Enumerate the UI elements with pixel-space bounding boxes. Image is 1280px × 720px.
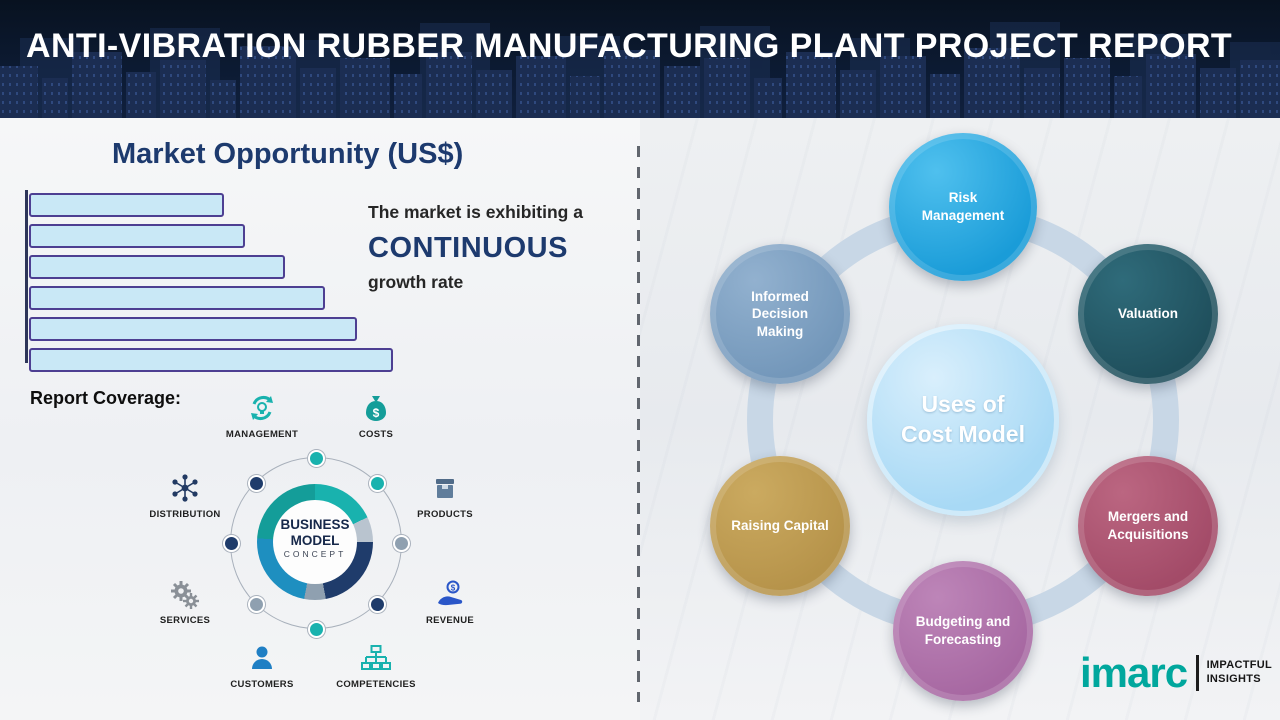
node-mergers-acquisitions: Mergers and Acquisitions — [1078, 456, 1218, 596]
ring-node-dot — [223, 535, 240, 552]
ring-node-dot — [308, 450, 325, 467]
bm-item-competencies: COMPETENCIES — [328, 640, 424, 690]
page-title: ANTI-VIBRATION RUBBER MANUFACTURING PLAN… — [26, 27, 1233, 65]
bar — [29, 224, 245, 248]
logo-separator — [1196, 655, 1199, 691]
node-raising-capital: Raising Capital — [710, 456, 850, 596]
header-banner: ANTI-VIBRATION RUBBER MANUFACTURING PLAN… — [0, 0, 1280, 118]
distribution-icon — [172, 474, 198, 502]
bar-chart — [29, 193, 393, 379]
market-opportunity-heading: Market Opportunity (US$) — [112, 138, 464, 170]
bm-item-label: COSTS — [358, 429, 394, 440]
bar — [29, 317, 357, 341]
bm-item-label: COMPETENCIES — [336, 679, 416, 690]
bm-item-label: PRODUCTS — [417, 509, 473, 520]
uses-center-line1: Uses of — [921, 391, 1005, 418]
node-budgeting-forecasting: Budgeting and Forecasting — [893, 561, 1033, 701]
city-skyline-graphic — [0, 22, 1280, 118]
growth-statement-line3: growth rate — [368, 272, 464, 292]
bm-item-customers: CUSTOMERS — [214, 640, 310, 690]
node-label: Risk Management — [921, 190, 1005, 223]
bm-item-label: MANAGEMENT — [225, 429, 299, 440]
node-informed-decision-making: Informed Decision Making — [710, 244, 850, 384]
bar — [29, 255, 285, 279]
bar — [29, 286, 325, 310]
bm-item-label: CUSTOMERS — [230, 679, 294, 690]
node-valuation: Valuation — [1078, 244, 1218, 384]
customers-icon — [252, 646, 272, 669]
bar — [29, 193, 224, 217]
report-coverage-label: Report Coverage: — [30, 388, 182, 408]
bm-item-distribution: DISTRIBUTION — [137, 470, 233, 520]
node-risk-management: Risk Management — [889, 133, 1037, 281]
bm-item-products: PRODUCTS — [397, 470, 493, 520]
node-label: Valuation — [1117, 306, 1178, 322]
bm-item-label: DISTRIBUTION — [149, 509, 221, 520]
growth-statement: The market is exhibiting a CONTINUOUS gr… — [368, 202, 633, 293]
costs-icon: $ — [366, 396, 386, 421]
bm-item-label: SERVICES — [159, 615, 211, 626]
ring-node-dot — [393, 535, 410, 552]
business-model-word2: MODEL — [290, 532, 340, 548]
revenue-icon: $ — [438, 580, 463, 606]
dashed-divider — [637, 146, 640, 702]
growth-statement-line1: The market is exhibiting a — [368, 202, 583, 222]
bar — [29, 348, 393, 372]
ring-node-dot — [248, 596, 265, 613]
uses-center-circle: Uses of Cost Model — [867, 324, 1059, 516]
svg-text:$: $ — [373, 406, 380, 420]
uses-center-line2: Cost Model — [901, 421, 1025, 447]
business-model-center-text: BUSINESS MODEL CONCEPT — [245, 517, 385, 560]
ring-node-dot — [369, 596, 386, 613]
imarc-logo: imarc IMPACTFUL INSIGHTS — [1080, 652, 1272, 694]
management-icon — [251, 396, 273, 420]
bar-chart-axis — [25, 190, 28, 363]
competencies-icon — [361, 645, 391, 670]
node-label: Budgeting and Forecasting — [915, 614, 1011, 647]
bm-item-revenue: $ REVENUE — [402, 576, 498, 626]
ring-node-dot — [308, 621, 325, 638]
products-icon — [436, 479, 454, 498]
business-model-word1: BUSINESS — [280, 517, 350, 532]
bm-item-services: SERVICES — [137, 576, 233, 626]
imarc-logo-wordmark: imarc — [1080, 649, 1188, 696]
svg-text:$: $ — [451, 584, 456, 593]
ring-node-dot — [248, 475, 265, 492]
services-icon — [171, 581, 199, 609]
business-model-ring-inner — [273, 500, 357, 584]
business-model-word3: CONCEPT — [283, 549, 347, 560]
growth-statement-keyword: CONTINUOUS — [368, 232, 568, 264]
logo-tagline-line1: IMPACTFUL — [1206, 659, 1273, 672]
bm-item-management: MANAGEMENT — [214, 390, 310, 440]
node-label: Mergers and Acquisitions — [1107, 509, 1189, 542]
node-label: Raising Capital — [731, 518, 829, 534]
node-label: Informed Decision Making — [751, 288, 809, 339]
bm-item-label: REVENUE — [425, 615, 475, 626]
logo-tagline-line2: INSIGHTS — [1206, 673, 1261, 685]
ring-node-dot — [369, 475, 386, 492]
bm-item-costs: $ COSTS — [328, 390, 424, 440]
